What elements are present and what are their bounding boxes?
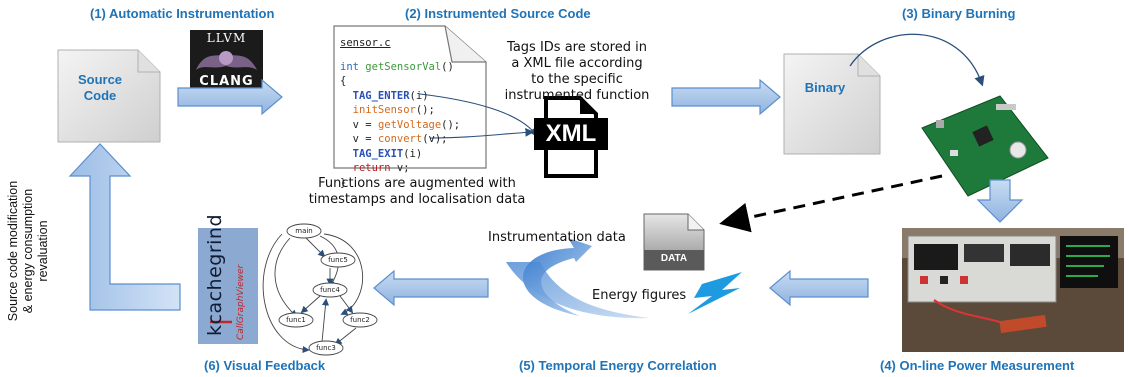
data-file-icon — [643, 213, 705, 271]
llvm-logo-text: LLVM — [206, 31, 247, 45]
tag-enter-to-xml-line — [419, 93, 538, 137]
side-note-line2: & energy consumption — [21, 188, 35, 314]
code-line: TAG_ENTER(i) — [340, 89, 485, 104]
binary-label: Binary — [804, 80, 846, 95]
llvm-clang-logo — [190, 30, 263, 94]
data-label: DATA — [660, 253, 688, 264]
code-line: return v; — [340, 161, 485, 176]
code-line: initSensor(); — [340, 103, 485, 118]
functions-note-line2: timestamps and localisation data — [308, 192, 526, 207]
code-token: v = — [340, 133, 378, 145]
code-token: { — [340, 75, 347, 87]
tags-note-line1: Tags IDs are stored in — [507, 40, 647, 55]
lightning-bolt-icon — [688, 272, 742, 314]
side-note-line1: Source code modification — [6, 180, 20, 322]
arrow-step4-to-step5 — [769, 269, 869, 307]
instrumentation-data-label: Instrumentation data — [488, 230, 626, 245]
code-line: int getSensorVal() — [340, 60, 485, 75]
code-token: TAG_EXIT — [340, 147, 404, 160]
source-code-document-icon — [57, 49, 161, 143]
code-token: (v); — [422, 133, 448, 145]
callgraph-viewer-label: CallGraphViewer — [236, 264, 246, 340]
code-token: TAG_ENTER — [340, 89, 410, 102]
binary-to-board-arrow — [849, 33, 985, 87]
code-line: } — [340, 176, 485, 191]
arrow-step2-to-step3 — [671, 78, 781, 116]
code-line: v = getVoltage(); — [340, 118, 485, 133]
xml-label: XML — [545, 120, 597, 147]
code-listing: sensor.c int getSensorVal(){ TAG_ENTER(i… — [340, 36, 485, 190]
tags-note-line4: instrumented function — [504, 88, 650, 103]
graph-node-label: func2 — [350, 316, 370, 324]
graph-node-label: func5 — [328, 256, 348, 264]
code-token: initSensor — [340, 104, 416, 116]
code-filename: sensor.c — [340, 37, 391, 49]
code-token: (); — [415, 104, 435, 116]
source-code-label: Source Code — [60, 72, 140, 104]
kcachegrind-logo — [198, 228, 258, 344]
board-to-data-dashed-arrow — [719, 174, 943, 233]
code-token: return — [340, 162, 391, 174]
clang-logo-text: CLANG — [199, 74, 254, 89]
code-token: (i) — [403, 147, 423, 160]
binary-document-icon — [783, 53, 881, 155]
functions-note-line1: Functions are augmented with — [318, 176, 516, 191]
power-measurement-photo — [902, 228, 1124, 352]
graph-node-label: func4 — [320, 286, 340, 294]
tag-exit-to-xml-line — [429, 128, 535, 139]
code-token: () — [441, 60, 454, 73]
kcachegrind-title: kcachegrind — [204, 213, 226, 336]
code-token: (i) — [409, 89, 429, 102]
code-token: getSensorVal — [365, 60, 442, 73]
tags-note: Tags IDs are stored in a XML file accord… — [487, 40, 667, 104]
instrumented-code-document — [333, 25, 487, 169]
source-label-line1: Source — [77, 72, 123, 87]
side-note-line3: revaluation — [36, 220, 50, 282]
code-line: TAG_EXIT(i) — [340, 147, 485, 162]
step-5-title: (5) Temporal Energy Correlation — [519, 358, 717, 373]
step-2-title: (2) Instrumented Source Code — [405, 6, 591, 21]
graph-node-label: main — [295, 227, 313, 235]
code-line: v = convert(v); — [340, 132, 485, 147]
arrow-step3-to-step4 — [976, 179, 1024, 223]
step-1-title: (1) Automatic Instrumentation — [90, 6, 275, 21]
revaluation-side-note: Source code modification & energy consum… — [6, 136, 51, 366]
xml-file-icon — [534, 96, 608, 178]
code-token: convert — [377, 133, 423, 145]
step-3-title: (3) Binary Burning — [902, 6, 1016, 21]
microcontroller-board-image — [921, 95, 1049, 197]
arrow-step5-to-step6 — [373, 269, 489, 307]
step-6-title: (6) Visual Feedback — [204, 358, 326, 373]
code-token: (); — [441, 118, 461, 131]
code-token: getVoltage — [377, 118, 442, 131]
step-4-title: (4) On-line Power Measurement — [880, 358, 1075, 373]
source-label-line2: Code — [83, 88, 117, 103]
code-token: v; — [390, 162, 410, 174]
code-token: } — [340, 176, 347, 189]
code-token: v = — [340, 118, 378, 131]
functions-note: Functions are augmented with timestamps … — [292, 176, 542, 208]
tags-note-line2: a XML file according — [511, 56, 643, 71]
feedback-return-arrow — [68, 143, 181, 311]
correlation-swoosh — [522, 238, 592, 316]
code-line: { — [340, 74, 485, 89]
arrow-step1-to-step2 — [177, 78, 283, 116]
graph-node-label: func1 — [286, 316, 306, 324]
energy-figures-label: Energy figures — [592, 288, 687, 303]
call-graph — [262, 223, 378, 356]
code-token: int — [340, 60, 366, 73]
tags-note-line3: to the specific — [531, 72, 623, 87]
graph-node-label: func3 — [316, 344, 336, 352]
code-lines: int getSensorVal(){ TAG_ENTER(i) initSen… — [340, 60, 485, 191]
